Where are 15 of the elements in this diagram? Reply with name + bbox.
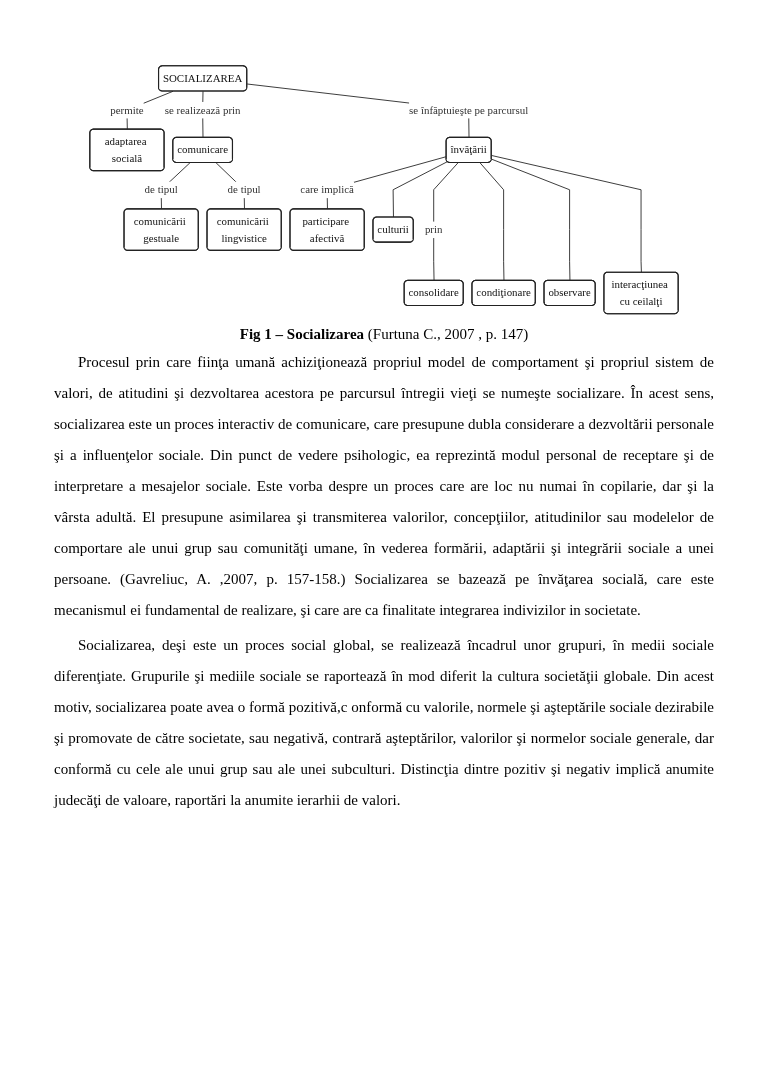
edge-label: de tipul bbox=[144, 183, 178, 196]
edge-label: permite bbox=[110, 104, 144, 116]
edge-label: care implică bbox=[300, 183, 354, 196]
edge-label: se realizează prin bbox=[164, 104, 241, 116]
connector bbox=[433, 162, 459, 282]
edge-label: de tipul bbox=[227, 183, 261, 196]
connector bbox=[491, 158, 571, 282]
body-paragraph: Procesul prin care fiinţa umană achiziţionează propriul model de comportament şi propriul sistem de valori, de atitudini şi dezvoltarea acestora pe parcursul întregii vieţi se numeşte socializare. În acest sens, socializarea este un proces interactiv de comunicare, care presupune dubla considerare a dezvoltării personale şi a influenţelor sociale. Din punct de vedere psihologic, ea reprezintă modul personal de receptare şi de interpretare a mesajelor sociale. Este vorba despre un proces care are loc nu numai în copilarie, dar şi la vârsta adultă. El presupune asimilarea şi transmiterea valorilor, concepţiilor, atitudinilor sau modelelor de comportare ale unui grup sau comunităţi umane, în vederea formării, adaptării şi integrării sociale a unei persoane. (Gavreliuc, A. ,2007, p. 157-158.) Socializarea se bazează pe învăţarea socială, care este mecanismul ei fundamental de realizare, şi care are ca finalitate integrarea indivizilor in societate. bbox=[54, 352, 714, 620]
edge-label: se înfăptuieşte pe parcursul bbox=[409, 104, 529, 116]
edge-label: prin bbox=[424, 223, 443, 236]
connector bbox=[392, 161, 448, 218]
connector bbox=[479, 162, 505, 282]
body-paragraph: Socializarea, deşi este un proces social global, se realizează încadrul unor grupuri, în medii sociale diferenţiate. Grupurile şi mediile sociale se raportează în mod diferit la cultura societăţii globale. Din acest motiv, socializarea poate avea o formă pozitivă,c onformă cu valorile, normele şi aşteptările sociale dezirabile şi promovate de către societate, sau negativă, contrară aşteptărilor, valorilor şi normelor sociale generale, dar conformă cu cele ale unui grup sau ale unei subculturi. Distincţia dintre pozitiv şi negativ implică anumite judecăţi de valoare, raportări la anumite ierarhii de valori. bbox=[54, 635, 714, 810]
figure-caption: Fig 1 – Socializarea (Furtuna C., 2007 , p. 147) bbox=[238, 325, 530, 343]
connector bbox=[491, 155, 642, 274]
